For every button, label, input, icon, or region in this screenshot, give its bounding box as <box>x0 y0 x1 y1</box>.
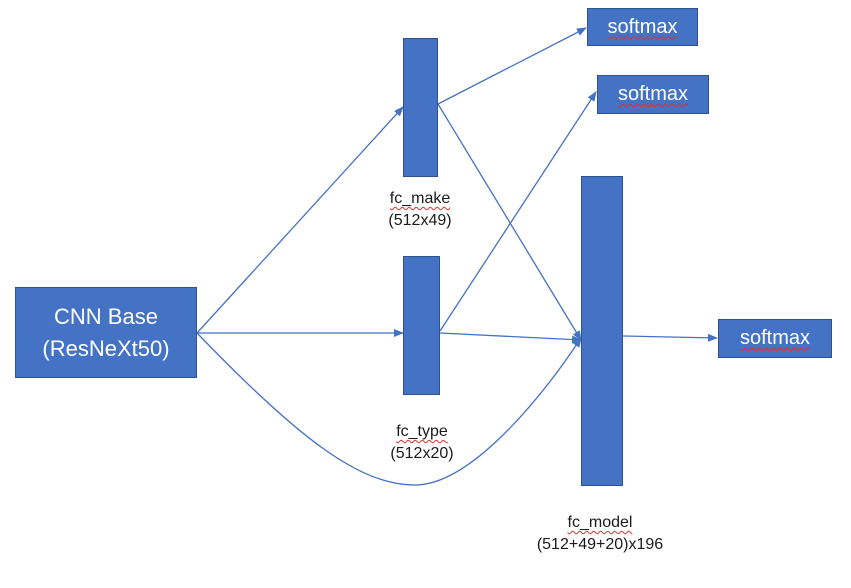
softmax-make-node: softmax <box>587 8 698 46</box>
cnn-base-node: CNN Base (ResNeXt50) <box>15 287 197 378</box>
edge-fc-model-to-softmax <box>622 333 718 342</box>
softmax-make-label: softmax <box>607 15 678 38</box>
fc-type-layer <box>403 256 440 395</box>
fc-make-dims: (512x49) <box>388 212 452 229</box>
edge-fc-type-to-softmax <box>439 91 597 332</box>
cnn-base-subtitle: (ResNeXt50) <box>42 335 170 361</box>
softmax-model-label: softmax <box>739 327 811 349</box>
edge-fc-type-to-fc-model <box>439 332 582 344</box>
softmax-type-label: softmax <box>617 83 689 105</box>
edge-fc-make-to-fc-model <box>437 103 582 341</box>
fc-type-caption: fc_type (512x20) <box>362 421 482 465</box>
cnn-base-title: CNN Base <box>54 303 158 329</box>
softmax-type-node: softmax <box>597 75 709 114</box>
fc-type-dims: (512x20) <box>390 445 454 462</box>
edge-cnn-to-fc-make <box>196 106 404 334</box>
edge-cnn-to-fc-model <box>196 332 582 486</box>
fc-make-layer <box>403 38 438 177</box>
fc-model-caption: fc_model (512+49+20)x196 <box>500 512 700 556</box>
fc-model-name: fc_model <box>567 514 633 531</box>
fc-make-name: fc_make <box>389 190 451 207</box>
fc-model-layer <box>581 176 623 486</box>
edge-fc-make-to-softmax <box>437 27 587 105</box>
fc-type-name: fc_type <box>396 423 448 440</box>
softmax-model-node: softmax <box>718 319 832 358</box>
fc-model-dims: (512+49+20)x196 <box>536 536 664 553</box>
fc-make-caption: fc_make (512x49) <box>360 188 480 232</box>
